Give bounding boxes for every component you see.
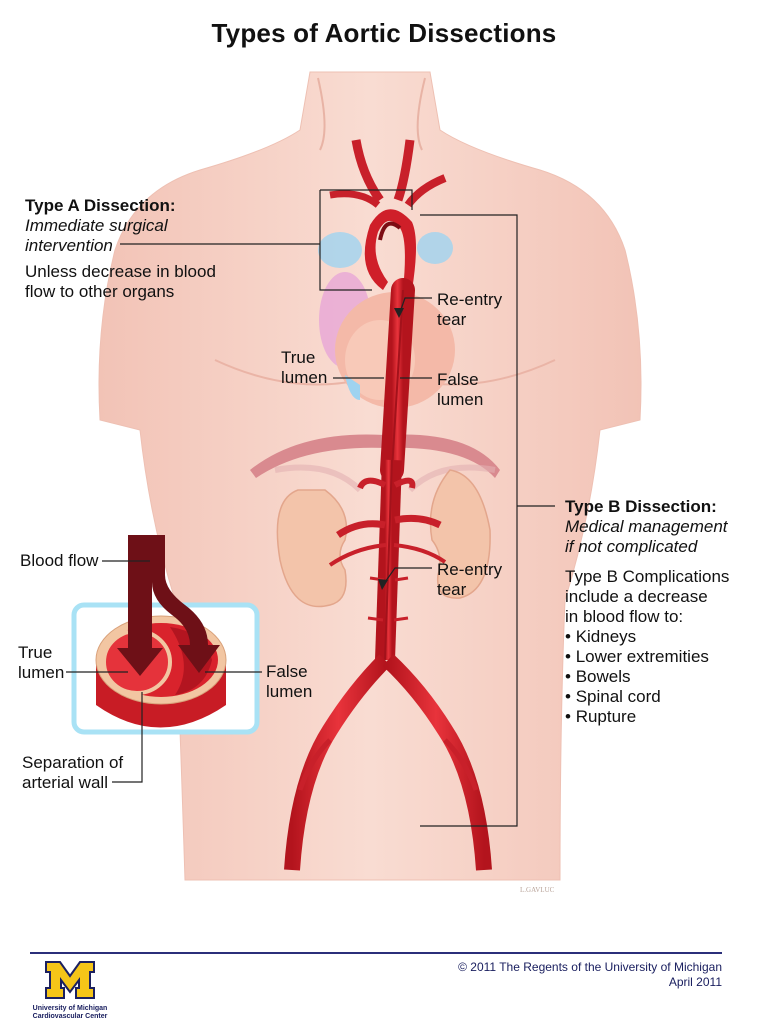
logo-line1: University of Michigan: [32, 1005, 108, 1012]
complication-list: Kidneys Lower extremities Bowels Spinal …: [565, 627, 765, 727]
reentry-lower-line2: tear: [437, 580, 467, 599]
type-b-heading: Type B Dissection:: [565, 497, 717, 516]
reentry-tear-upper-label: Re-entry tear: [437, 290, 502, 330]
page-title: Types of Aortic Dissections: [211, 18, 557, 48]
separation-label: Separation of arterial wall: [22, 753, 123, 793]
list-item: Bowels: [565, 667, 765, 687]
true-lumen-line1: True: [281, 348, 316, 367]
type-a-note1: Unless decrease in blood: [25, 262, 216, 281]
diaphragm: [250, 434, 500, 478]
type-a-heading: Type A Dissection:: [25, 196, 176, 215]
university-logo: University of Michigan Cardiovascular Ce…: [30, 960, 110, 1021]
aortic-arch: [364, 209, 416, 471]
copyright-notice: © 2011 The Regents of the University of …: [458, 960, 722, 990]
type-b-comp3: in blood flow to:: [565, 607, 684, 626]
iliac-right: [382, 654, 492, 871]
reentry-tear-lower-label: Re-entry tear: [437, 560, 502, 600]
type-a-line2: intervention: [25, 236, 113, 255]
list-item: Spinal cord: [565, 687, 765, 707]
list-item: Kidneys: [565, 627, 765, 647]
false-lumen-line1: False: [437, 370, 479, 389]
flow-arrow-right: [152, 535, 220, 673]
inset-false-lumen-label: False lumen: [266, 662, 312, 702]
reentry-lower-line1: Re-entry: [437, 560, 503, 579]
inset-false-line2: lumen: [266, 682, 313, 701]
type-b-comp2: include a decrease: [565, 587, 708, 606]
type-a-note2: flow to other organs: [25, 282, 175, 301]
kidney-right: [429, 469, 491, 599]
true-lumen-line2: lumen: [281, 368, 328, 387]
separation-line2: arterial wall: [22, 773, 108, 792]
logo-line2: Cardiovascular Center: [32, 1013, 108, 1020]
true-lumen-label: True lumen: [281, 348, 327, 388]
type-a-description: Type A Dissection: Immediate surgical in…: [25, 196, 265, 302]
inset-true-line2: lumen: [18, 663, 65, 682]
type-a-line1: Immediate surgical: [25, 216, 168, 235]
inset-true-lumen-label: True lumen: [18, 643, 64, 683]
lung-right: [417, 232, 453, 264]
reentry-upper-line1: Re-entry: [437, 290, 503, 309]
type-b-line2: if not complicated: [565, 537, 698, 556]
list-item: Lower extremities: [565, 647, 765, 667]
inset-true-line1: True: [18, 643, 53, 662]
footer-divider: [30, 952, 722, 954]
copyright-date: April 2011: [668, 975, 722, 989]
list-item: Rupture: [565, 707, 765, 727]
separation-line1: Separation of: [22, 753, 124, 772]
iliac-left: [284, 654, 391, 871]
false-lumen-line2: lumen: [437, 390, 484, 409]
copyright-text: © 2011 The Regents of the University of …: [458, 960, 722, 974]
flow-arrow-left: [117, 535, 163, 676]
torso: [98, 71, 642, 881]
type-b-comp1: Type B Complications: [565, 567, 730, 586]
inset-false-line1: False: [266, 662, 308, 681]
false-lumen-label: False lumen: [437, 370, 483, 410]
type-b-line1: Medical management: [565, 517, 728, 536]
artist-signature: L.GAVLUC: [520, 886, 555, 894]
lung-left: [318, 232, 362, 268]
block-m-icon: [45, 961, 95, 999]
type-b-description: Type B Dissection: Medical management if…: [565, 497, 765, 727]
blood-flow-label: Blood flow: [20, 551, 99, 570]
reentry-upper-line2: tear: [437, 310, 467, 329]
